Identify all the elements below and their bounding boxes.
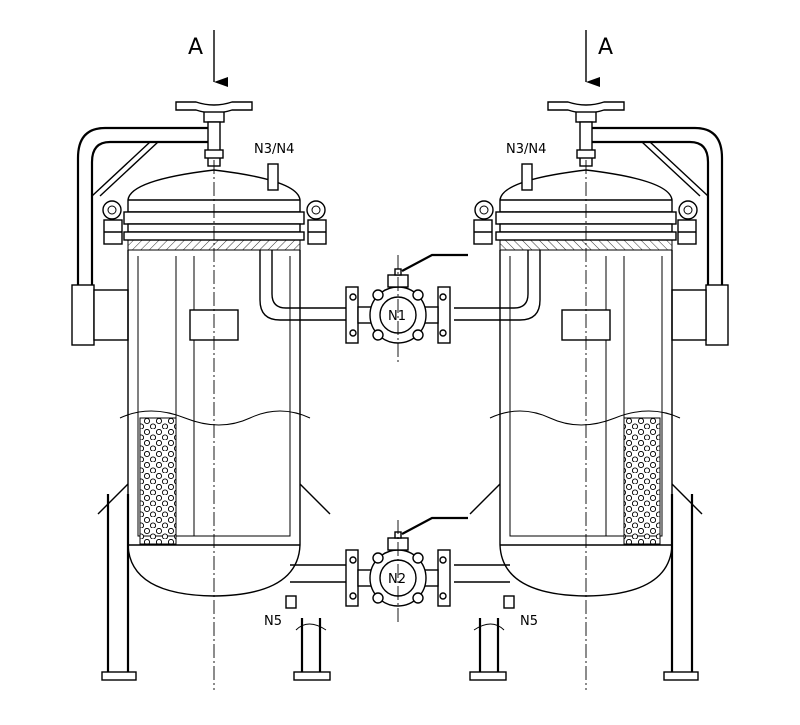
ball-valve-n1 [344, 253, 470, 345]
view-label-right: A [598, 35, 613, 60]
valve-n1-label: N1 [388, 309, 406, 324]
nozzle-n5-label-right: N5 [520, 614, 538, 629]
nozzle-n3n4-label-left: N3/N4 [254, 142, 294, 157]
ball-valve-n2 [344, 516, 470, 608]
right-filter-vessel [452, 100, 730, 692]
nozzle-n3n4-label-right: N3/N4 [506, 142, 546, 157]
left-filter-vessel [70, 100, 348, 692]
valve-n2-label: N2 [388, 572, 406, 587]
view-label-left: A [188, 35, 203, 60]
nozzle-n5-label-left: N5 [264, 614, 282, 629]
